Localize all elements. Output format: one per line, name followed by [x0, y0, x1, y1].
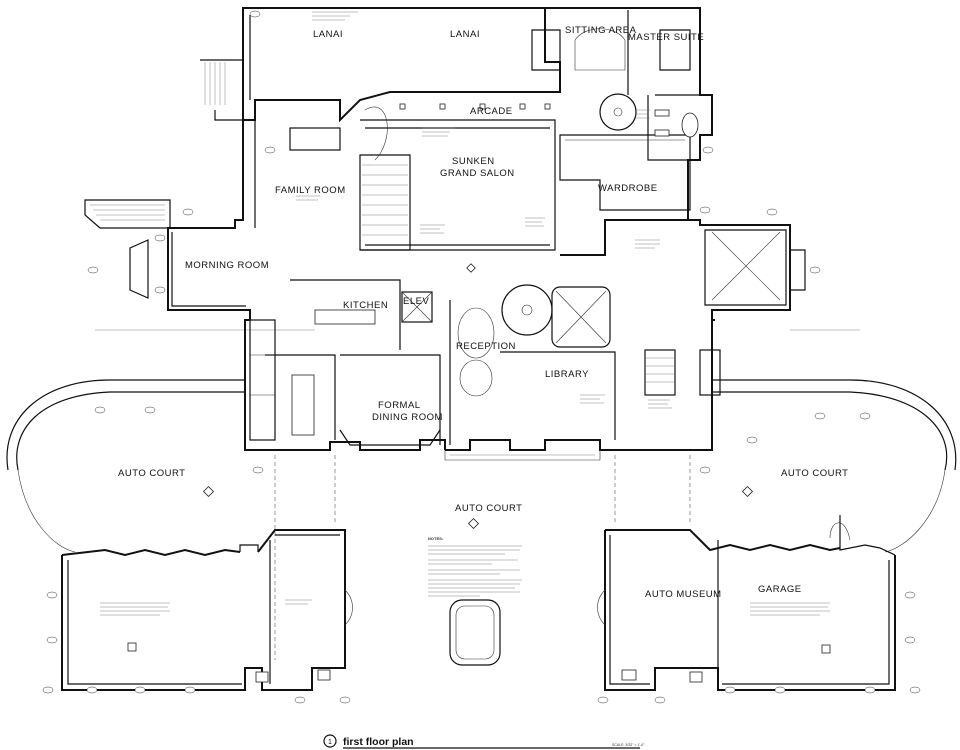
room-label-reception: RECEPTION — [456, 341, 516, 352]
auto-court-drive — [6, 329, 957, 660]
room-label-family-room: FAMILY ROOM — [275, 185, 346, 196]
garage-right — [597, 515, 896, 691]
general-notes: NOTES: — [428, 536, 522, 597]
room-label-auto-museum: AUTO MUSEUM — [645, 589, 722, 600]
room-label-wardrobe: WARDROBE — [598, 183, 658, 194]
room-label-garage: GARAGE — [758, 584, 802, 595]
garage-left — [61, 529, 353, 691]
room-label-lanai-right: LANAI — [450, 29, 480, 40]
elevation-markers — [202, 263, 754, 530]
room-label-sitting-area: SITTING AREA — [565, 25, 637, 36]
arcade-columns — [399, 103, 551, 110]
drawing-title: first floor plan — [343, 736, 414, 748]
room-label-dining-room: DINING ROOM — [372, 412, 443, 423]
fountain — [449, 599, 501, 666]
grid-tags — [42, 10, 921, 704]
room-label-morning-room: MORNING ROOM — [185, 260, 269, 271]
room-label-arcade: ARCADE — [470, 106, 513, 117]
room-labels: LANAI LANAI SITTING AREA MASTER SUITE AR… — [118, 25, 848, 600]
room-label-master-suite: MASTER SUITE — [628, 32, 704, 43]
room-label-formal: FORMAL — [378, 400, 421, 411]
room-label-lanai-left: LANAI — [313, 29, 343, 40]
drawing-number-bubble — [323, 734, 337, 748]
annotation-leaders — [100, 11, 830, 616]
drawing-scale: SCALE: 3/32" = 1'-0" — [612, 743, 645, 747]
room-label-sunken: SUNKEN — [452, 156, 495, 167]
drawing-title-block: 1 first floor plan SCALE: 3/32" = 1'-0" — [323, 734, 645, 749]
room-label-auto-court-center: AUTO COURT — [455, 503, 522, 514]
room-label-library: LIBRARY — [545, 369, 589, 380]
room-label-kitchen: KITCHEN — [343, 300, 388, 311]
room-label-grand-salon: GRAND SALON — [440, 168, 515, 179]
drawing-number: 1 — [328, 739, 332, 746]
main-house-walls — [84, 7, 806, 461]
room-label-auto-court-right: AUTO COURT — [781, 468, 848, 479]
room-label-elev: ELEV — [403, 296, 429, 307]
notes-heading: NOTES: — [428, 536, 443, 541]
stair-treads — [362, 164, 408, 236]
room-label-auto-court-left: AUTO COURT — [118, 468, 185, 479]
